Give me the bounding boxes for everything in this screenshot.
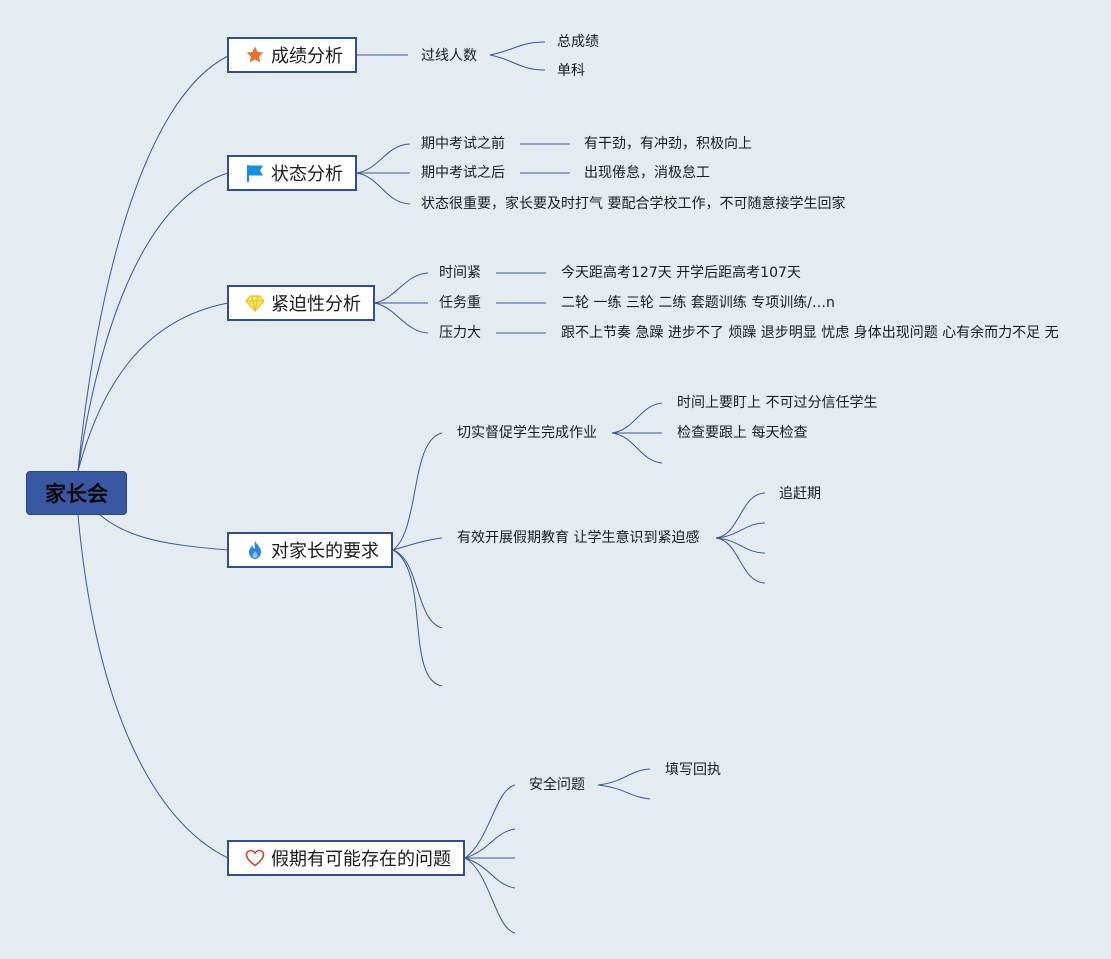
star-icon (245, 45, 265, 65)
link-holiday-empty-1 (715, 522, 766, 539)
topic-pressure[interactable]: 压力大 (439, 325, 481, 341)
topic-pass-count[interactable]: 过线人数 (421, 48, 477, 64)
topic-pressure-detail[interactable]: 跟不上节奏 急躁 进步不了 烦躁 退步明显 忧虑 身体出现问题 心有余而力不足 … (561, 325, 1059, 341)
branch-parent[interactable]: 对家长的要求 (227, 532, 393, 568)
topic-task-heavy-detail[interactable]: 二轮 一练 三轮 二练 套题训练 专项训练/…n (561, 295, 835, 311)
link-holiday-empty-2 (715, 537, 766, 554)
link-state-before (355, 143, 411, 174)
link-problem-safety (464, 784, 516, 859)
topic-before-midterm[interactable]: 期中考试之前 (421, 136, 505, 152)
link-problem-empty-4 (464, 857, 516, 934)
topic-holiday-education[interactable]: 有效开展假期教育 让学生意识到紧迫感 (457, 530, 700, 546)
link-parent-empty-1 (392, 549, 443, 629)
topic-before-midterm-detail[interactable]: 有干劲，有冲劲，积极向上 (584, 136, 752, 152)
link-holiday-catchup (715, 492, 766, 539)
link-parent-empty-2 (392, 549, 443, 687)
branch-state-label: 状态分析 (271, 164, 343, 185)
flame-icon (245, 540, 265, 560)
topic-total-score[interactable]: 总成绩 (557, 34, 599, 50)
topic-safety[interactable]: 安全问题 (529, 777, 585, 793)
link-safety-receipt (597, 768, 651, 786)
link-pass-total (489, 41, 546, 56)
link-problem-empty-1 (464, 828, 516, 859)
branch-urgency[interactable]: 紧迫性分析 (227, 285, 375, 321)
branch-state[interactable]: 状态分析 (227, 155, 357, 191)
link-root-urgency (77, 302, 229, 472)
link-homework-time (611, 402, 663, 434)
link-holiday-empty-3 (715, 537, 766, 584)
flag-icon (245, 163, 265, 183)
topic-state-importance[interactable]: 状态很重要，家长要及时打气 要配合学校工作，不可随意接学生回家 (421, 196, 846, 212)
link-pass-single (489, 54, 546, 71)
link-parent-homework (392, 432, 443, 551)
topic-after-midterm-detail[interactable]: 出现倦怠，消极怠工 (584, 165, 710, 181)
branch-holiday-label: 假期有可能存在的问题 (271, 849, 451, 870)
link-root-state (77, 172, 229, 472)
topic-time-tight-detail[interactable]: 今天距高考127天 开学后距高考107天 (561, 265, 801, 281)
topic-task-heavy[interactable]: 任务重 (439, 295, 481, 311)
link-urgency-pressure (373, 302, 429, 334)
topic-receipt[interactable]: 填写回执 (665, 762, 721, 778)
branch-parent-label: 对家长的要求 (271, 541, 379, 562)
branch-holiday[interactable]: 假期有可能存在的问题 (227, 840, 465, 876)
link-root-holiday (77, 514, 229, 859)
root-label: 家长会 (45, 482, 108, 506)
topic-catch-up[interactable]: 追赶期 (779, 486, 821, 502)
link-homework-empty (611, 432, 663, 464)
link-safety-empty (597, 784, 651, 800)
heart-icon (245, 848, 265, 868)
branch-score[interactable]: 成绩分析 (227, 37, 357, 73)
topic-homework[interactable]: 切实督促学生完成作业 (457, 425, 597, 441)
branch-urgency-label: 紧迫性分析 (271, 294, 361, 315)
link-root-parent (99, 514, 229, 551)
link-urgency-time (373, 272, 429, 304)
root-node[interactable]: 家长会 (26, 471, 127, 515)
link-state-importance (355, 172, 411, 205)
topic-homework-time[interactable]: 时间上要盯上 不可过分信任学生 (677, 395, 878, 411)
topic-homework-check[interactable]: 检查要跟上 每天检查 (677, 425, 808, 441)
branch-score-label: 成绩分析 (271, 46, 343, 67)
link-problem-empty-3 (464, 857, 516, 889)
topic-after-midterm[interactable]: 期中考试之后 (421, 165, 505, 181)
diamond-icon (245, 293, 265, 313)
topic-single-subject[interactable]: 单科 (557, 63, 585, 79)
topic-time-tight[interactable]: 时间紧 (439, 265, 481, 281)
link-parent-holiday (392, 537, 443, 551)
link-root-score (77, 55, 229, 472)
